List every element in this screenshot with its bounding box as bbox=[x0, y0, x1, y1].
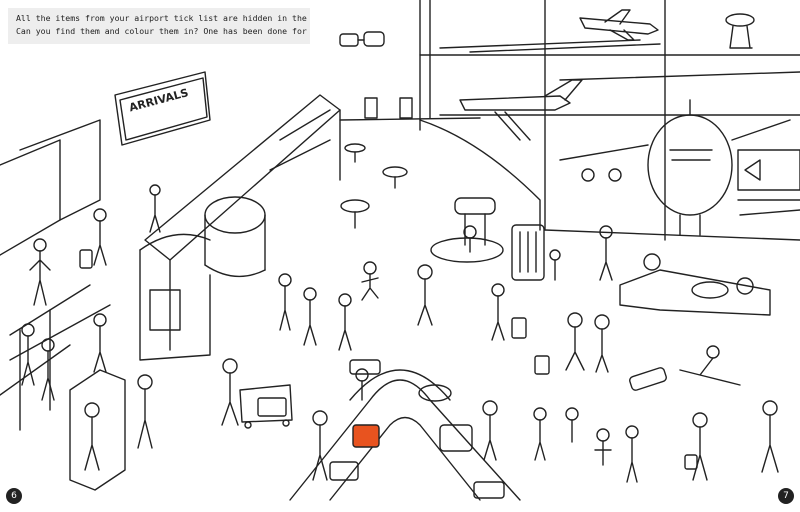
coloured-suitcase bbox=[352, 424, 380, 448]
security-scanner bbox=[69, 369, 126, 491]
central-sculpture bbox=[430, 197, 504, 263]
terminal-window bbox=[419, 0, 800, 241]
baggage-carousel bbox=[289, 359, 521, 501]
big-plane-front bbox=[559, 99, 791, 236]
instruction-box: All the items from your airport tick lis… bbox=[8, 8, 310, 44]
left-wall bbox=[0, 119, 101, 256]
cafe-tables bbox=[340, 143, 408, 229]
advert-column bbox=[511, 224, 545, 281]
security-camera bbox=[339, 31, 385, 47]
arrivals-board bbox=[114, 71, 211, 146]
rolling-suitcases bbox=[79, 249, 698, 470]
jet-bridge bbox=[737, 149, 800, 216]
luggage-trolley bbox=[239, 384, 293, 429]
control-tower bbox=[725, 13, 755, 49]
upper-floor bbox=[339, 97, 481, 121]
spotty-bag bbox=[418, 384, 452, 402]
sofa bbox=[619, 253, 771, 316]
parked-plane bbox=[459, 79, 583, 141]
page-number-left: 6 bbox=[6, 488, 22, 504]
plane-in-sky bbox=[579, 9, 659, 41]
instruction-line-1: All the items from your airport tick lis… bbox=[16, 13, 310, 23]
runway bbox=[439, 39, 800, 81]
page-number-right: 7 bbox=[778, 488, 794, 504]
queue-barriers bbox=[0, 284, 111, 431]
instruction-line-2: Can you find them and colour them in? On… bbox=[16, 26, 310, 36]
travellers bbox=[21, 184, 779, 483]
information-kiosk bbox=[139, 196, 266, 361]
check-in-desk bbox=[144, 94, 341, 351]
